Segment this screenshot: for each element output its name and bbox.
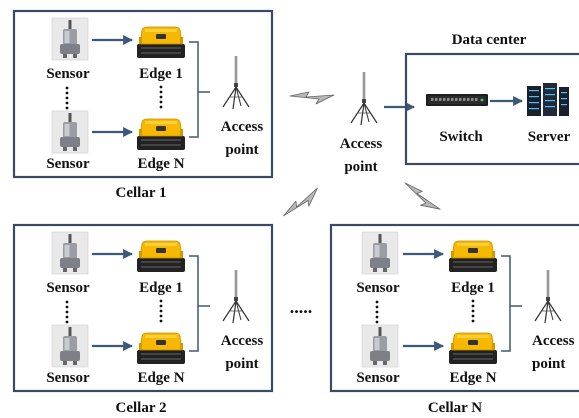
server-icon: [527, 83, 569, 116]
sensor-label: Sensor: [46, 156, 90, 172]
vertical-ellipsis: [159, 85, 163, 109]
sensor-label: Sensor: [356, 370, 400, 386]
cellar-n-box: [329, 223, 579, 393]
access-point-label: point: [225, 356, 258, 372]
sensor-icon: [361, 231, 399, 275]
access-point-label: Access: [221, 333, 264, 349]
cellar-2-box: [12, 223, 274, 393]
vertical-ellipsis: [471, 299, 475, 323]
access-point-label: point: [225, 142, 258, 158]
sensor-icon: [361, 324, 399, 368]
switch-icon: [426, 94, 488, 106]
cellar-1: Sensor Sensor Edge 1 Edge N Access point: [12, 9, 274, 179]
sensor-icon: [51, 110, 89, 154]
access-point-icon: [533, 268, 563, 325]
horizontal-ellipsis: .....: [290, 297, 313, 317]
edge-device-icon: [136, 26, 186, 59]
sensor-icon: [51, 324, 89, 368]
vertical-ellipsis: [65, 86, 69, 110]
bracket-connector: [189, 41, 210, 138]
sensor-label: Sensor: [46, 66, 90, 82]
data-center-title: Data center: [452, 32, 527, 48]
sensor-icon: [51, 231, 89, 275]
edge-device-icon: [136, 240, 186, 273]
access-point-label: point: [532, 356, 565, 372]
access-point-icon: [221, 268, 251, 325]
cellar-1-label: Cellar 1: [116, 185, 167, 201]
vertical-ellipsis: [65, 300, 69, 324]
cellar-n-label: Cellar N: [428, 400, 482, 416]
cellar-n: Sensor Sensor Edge 1 Edge N Access point: [329, 223, 579, 393]
access-point-label: Access: [221, 119, 264, 135]
cellar-1-box: [12, 9, 274, 179]
bracket-connector: [501, 255, 522, 352]
data-center: Data center: [404, 32, 579, 166]
switch-label: Switch: [439, 129, 483, 145]
access-point-label: Access: [532, 333, 575, 349]
vertical-ellipsis: [159, 299, 163, 323]
sensor-label: Sensor: [46, 280, 90, 296]
edge-label: Edge 1: [139, 66, 183, 82]
sensor-icon: [51, 17, 89, 61]
edge-label: Edge N: [137, 156, 184, 172]
sensor-label: Sensor: [46, 370, 90, 386]
wireless-link-icon: [399, 179, 443, 217]
edge-label: Edge N: [449, 370, 496, 386]
edge-label: Edge N: [137, 370, 184, 386]
edge-device-icon: [448, 332, 498, 365]
bracket-connector: [189, 255, 210, 352]
access-point-icon: [349, 70, 379, 127]
access-point-label: Access: [340, 136, 383, 152]
data-center-box: [404, 52, 579, 166]
edge-label: Edge 1: [451, 280, 495, 296]
sensor-label: Sensor: [356, 280, 400, 296]
edge-device-icon: [136, 332, 186, 365]
edge-label: Edge 1: [139, 280, 183, 296]
access-point-icon: [221, 54, 251, 111]
vertical-ellipsis: [375, 300, 379, 324]
edge-device-icon: [136, 118, 186, 151]
access-point-label: point: [344, 159, 377, 175]
server-label: Server: [528, 129, 571, 145]
wireless-link-icon: [280, 185, 324, 223]
cellar-2-label: Cellar 2: [116, 400, 167, 416]
wireless-link-icon: [289, 91, 335, 105]
cellar-2: Sensor Sensor Edge 1 Edge N Access point: [12, 223, 274, 393]
edge-device-icon: [448, 240, 498, 273]
